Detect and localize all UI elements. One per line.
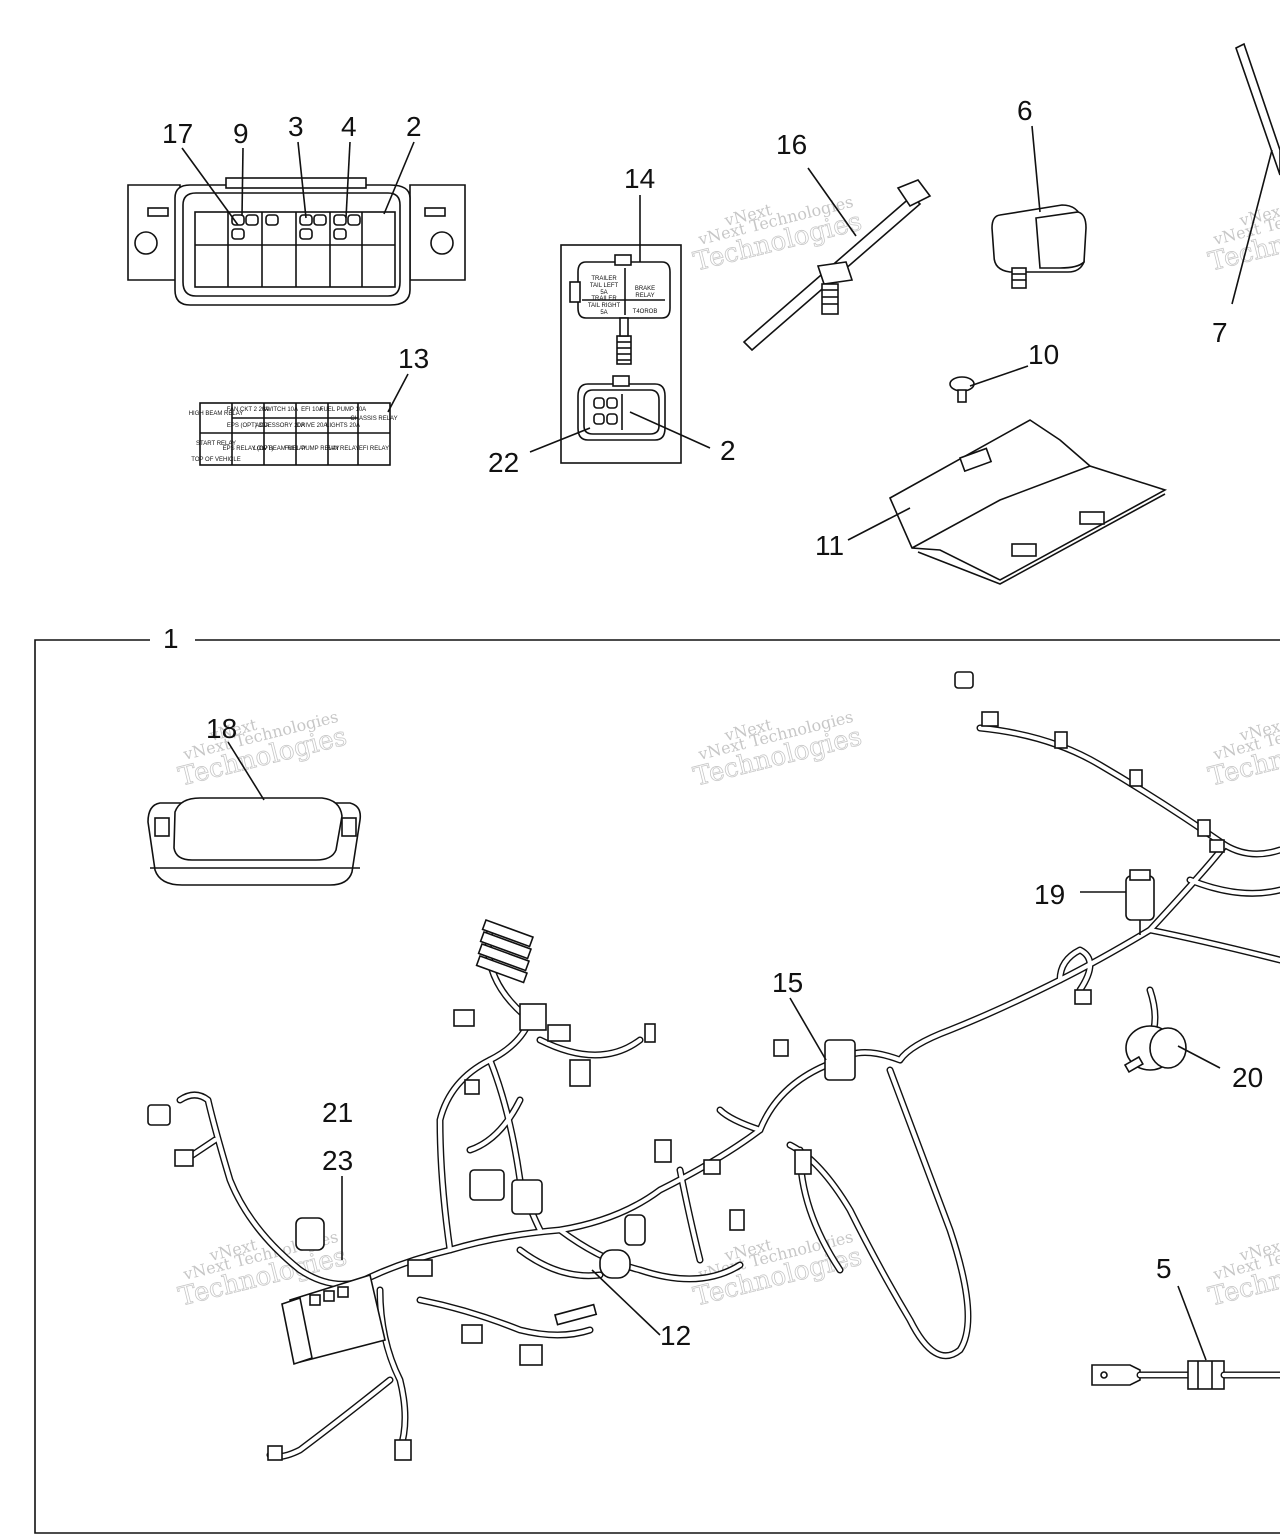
callout-21: 21 xyxy=(322,1097,353,1128)
watermark: vNext vNext Technologies Technologies xyxy=(175,707,350,793)
callout-7: 7 xyxy=(1212,317,1228,348)
fuse-label-efi-relay: EFI RELAY xyxy=(359,446,389,452)
cable-tie-with-anchor xyxy=(742,179,932,352)
callout-16: 16 xyxy=(776,129,807,160)
fuse-label-accessory: ACCESSORY 20A xyxy=(255,423,305,429)
fuse-label-eps: EPS (OPT) 30A xyxy=(227,423,269,429)
fuse-label-fan-ckt: FAN CKT 2 20A xyxy=(227,407,270,413)
callouts-top-left: 17 9 3 4 2 xyxy=(162,111,422,226)
callout-22: 22 xyxy=(488,447,519,478)
fuse-box-connector xyxy=(127,177,466,306)
watermark: vNext vNext Technologies Technologies xyxy=(1205,1227,1280,1313)
callout-6: 6 xyxy=(1017,95,1033,126)
fuse-label-decal: HIGH BEAM RELAY FAN CKT 2 20A SWITCH 10A… xyxy=(189,402,398,466)
inline-fuse-lead xyxy=(1091,1360,1280,1390)
fuse-label-fuel-pump-relay: FUEL PUMP RELAY xyxy=(285,446,340,452)
push-rivet xyxy=(949,376,975,403)
callout-20: 20 xyxy=(1232,1062,1263,1093)
callout-11: 11 xyxy=(815,530,844,561)
callout-19: 19 xyxy=(1034,879,1065,910)
callout-14: 14 xyxy=(624,163,655,194)
watermark: vNext vNext Technologies Technologies xyxy=(1205,192,1280,278)
fuse-label-drive: DRIVE 20A xyxy=(297,423,328,429)
relay-label-code: T4OROB xyxy=(633,309,658,315)
fuse-label-fuel-pump: FUEL PUMP 10A xyxy=(320,407,366,413)
fuse-label-efi: EFI 10A xyxy=(301,407,323,413)
relay-label-5a-right: 5A xyxy=(600,310,607,316)
callout-9: 9 xyxy=(233,118,249,149)
callout-4: 4 xyxy=(341,111,357,142)
relay-label-tail-right: TAIL RIGHT xyxy=(588,303,621,309)
fuse-label-lights: LIGHTS 20A xyxy=(326,423,360,429)
callout-2b: 2 xyxy=(720,435,736,466)
callout-1: 1 xyxy=(163,623,179,654)
callout-2: 2 xyxy=(406,111,422,142)
horn-assembly xyxy=(1123,1025,1187,1074)
fuse-label-low-beam: LOW BEAM RELAY xyxy=(253,446,306,452)
relay-label-trailer-right: TRAILER xyxy=(591,296,617,302)
fuse-label-eps-relay: EPS RELAY (OPT) xyxy=(223,446,274,452)
strap-part xyxy=(1235,42,1280,176)
sealed-connector xyxy=(991,204,1087,289)
watermark: vNext vNext Technologies Technologies xyxy=(1205,707,1280,793)
relay-label-trailer-left: TRAILER xyxy=(591,276,617,282)
callout-23: 23 xyxy=(322,1145,353,1176)
multi-pin-connector xyxy=(475,918,535,984)
fuse-label-switch: SWITCH 10A xyxy=(262,407,298,413)
callout-17: 17 xyxy=(162,118,193,149)
fuse-label-top-of-vehicle: TOP OF VEHICLE xyxy=(191,457,240,463)
fuse-label-fan-relay: FAN RELAY xyxy=(327,446,360,452)
fuse-box-module xyxy=(281,1273,386,1366)
callout-15: 15 xyxy=(772,967,803,998)
callout-3: 3 xyxy=(288,111,304,142)
sensor-switch xyxy=(1125,869,1155,935)
callout-5: 5 xyxy=(1156,1253,1172,1284)
callout-12: 12 xyxy=(660,1320,691,1351)
fuse-label-high-beam: HIGH BEAM RELAY xyxy=(189,411,244,417)
relay-label-brake: BRAKE xyxy=(635,286,655,292)
relay-box-group: TRAILER TAIL LEFT 5A TRAILER TAIL RIGHT … xyxy=(560,244,682,464)
mounting-bracket xyxy=(888,419,1168,585)
watermark: vNext vNext Technologies Technologies xyxy=(690,707,865,793)
relay-label-relay: RELAY xyxy=(635,293,654,299)
callout-10: 10 xyxy=(1028,339,1059,370)
fuse-box-cover xyxy=(147,797,362,886)
fuse-label-chassis-relay: CHASSIS RELAY xyxy=(350,416,397,422)
main-wire-harness xyxy=(147,671,1280,1461)
relay-label-5a-left: 5A xyxy=(600,290,607,296)
callout-18: 18 xyxy=(206,713,237,744)
relay-label-tail-left: TAIL LEFT xyxy=(590,283,619,289)
watermarks: vNext vNext Technologies Technologies vN… xyxy=(160,192,1280,1313)
callout-13: 13 xyxy=(398,343,429,374)
fuse-label-start-relay: START RELAY xyxy=(196,441,236,447)
harness-kit-frame xyxy=(34,639,1280,1534)
